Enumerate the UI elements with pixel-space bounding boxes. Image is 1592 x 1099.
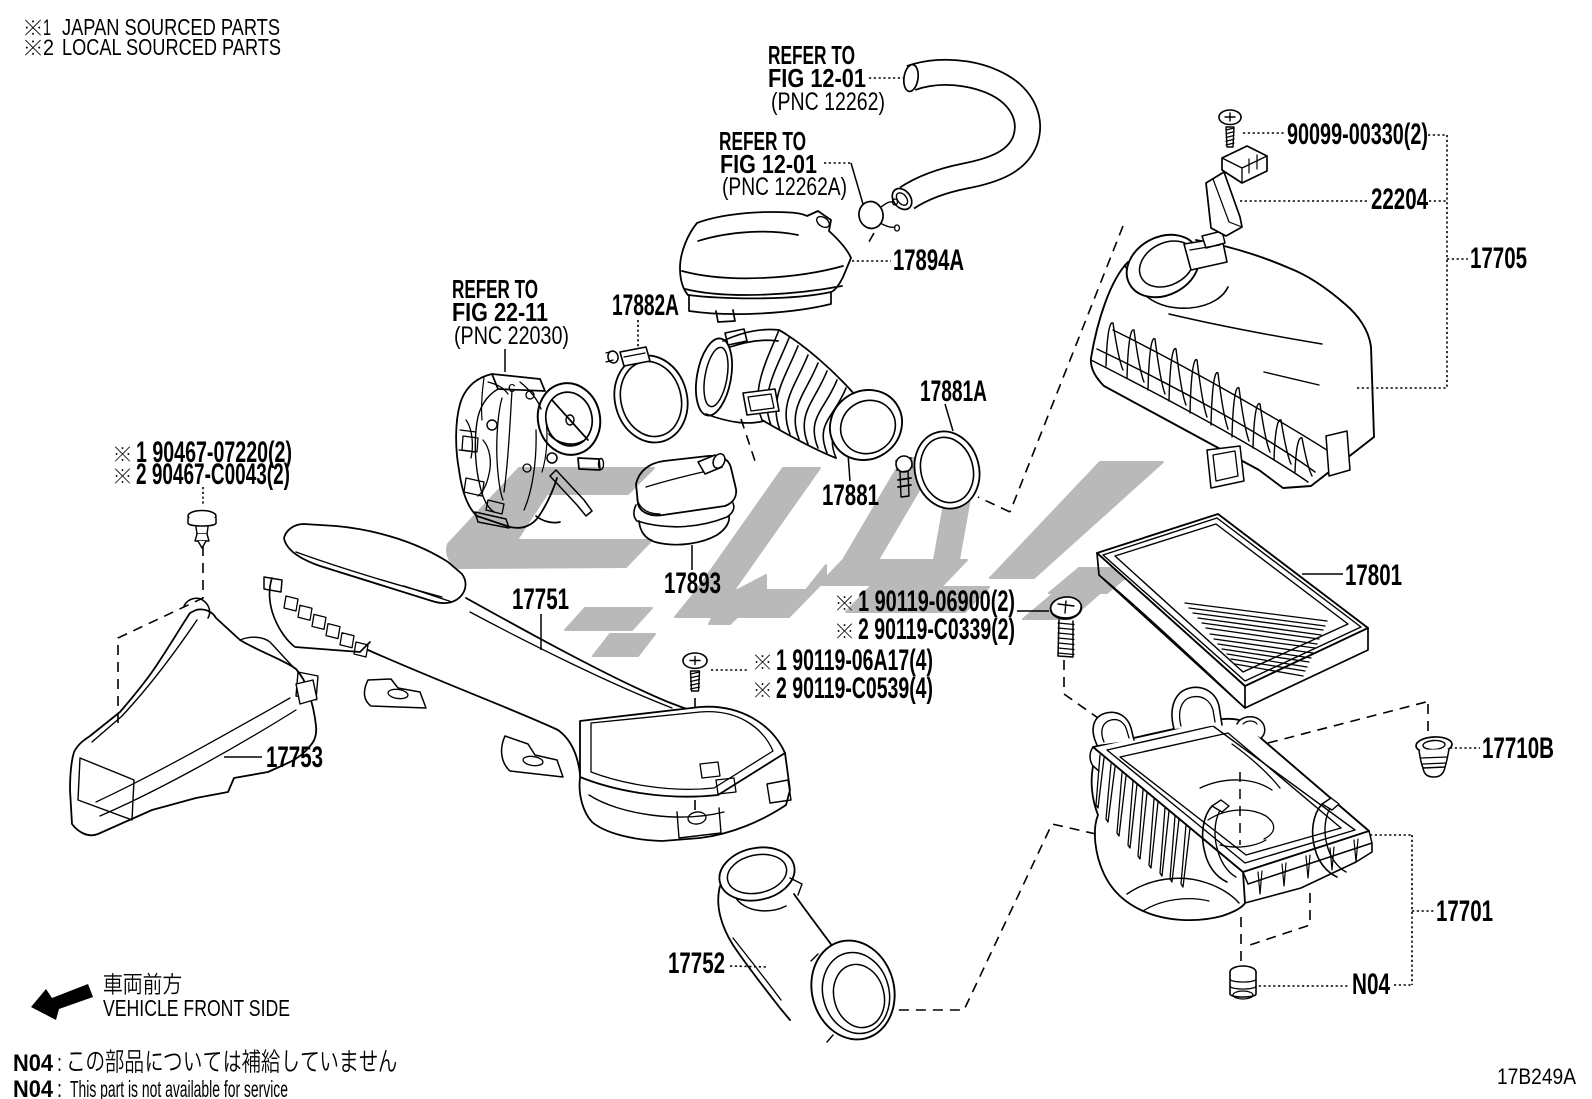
svg-text:2: 2: [43, 35, 54, 60]
svg-text:1 90119-06A17(4): 1 90119-06A17(4): [776, 644, 933, 677]
svg-text:N04: N04: [13, 1076, 54, 1099]
svg-text:17753: 17753: [266, 741, 323, 774]
svg-text:N04: N04: [13, 1050, 54, 1077]
svg-text:17751: 17751: [512, 583, 569, 616]
svg-text:17893: 17893: [664, 567, 721, 600]
svg-text:LOCAL SOURCED PARTS: LOCAL SOURCED PARTS: [62, 34, 281, 60]
svg-text:This part is not available for: This part is not available for service: [70, 1076, 288, 1099]
svg-text:(PNC 12262): (PNC 12262): [771, 88, 885, 116]
svg-text:N04: N04: [1352, 968, 1390, 1001]
svg-text:REFER TO: REFER TO: [719, 126, 806, 156]
svg-text:REFER TO: REFER TO: [452, 274, 538, 304]
svg-text:17701: 17701: [1436, 895, 1493, 928]
svg-text:2 90119-C0339(2): 2 90119-C0339(2): [858, 613, 1015, 646]
svg-text:17710B: 17710B: [1482, 732, 1554, 765]
svg-text:FIG 12-01: FIG 12-01: [768, 63, 866, 93]
svg-text:c: c: [508, 379, 516, 396]
svg-text:2 90119-C0539(4): 2 90119-C0539(4): [776, 672, 933, 705]
svg-text:(PNC 22030): (PNC 22030): [454, 322, 569, 350]
svg-text::: :: [57, 1076, 62, 1099]
svg-text:17894A: 17894A: [893, 244, 964, 277]
svg-text:17752: 17752: [668, 947, 725, 980]
svg-text:FIG 22-11: FIG 22-11: [452, 297, 548, 327]
svg-text:2 90467-C0043(2): 2 90467-C0043(2): [136, 458, 290, 491]
svg-text:REFER TO: REFER TO: [768, 40, 855, 70]
svg-text:1 90119-06900(2): 1 90119-06900(2): [858, 585, 1015, 618]
svg-text:VEHICLE FRONT SIDE: VEHICLE FRONT SIDE: [103, 995, 290, 1021]
svg-text:17801: 17801: [1345, 559, 1402, 592]
svg-text:FIG 12-01: FIG 12-01: [720, 149, 817, 179]
svg-text:17881A: 17881A: [920, 375, 987, 408]
svg-text:17705: 17705: [1470, 242, 1527, 275]
svg-text:17881: 17881: [822, 479, 879, 512]
svg-text:JAPAN SOURCED PARTS: JAPAN SOURCED PARTS: [62, 14, 280, 40]
svg-text::: :: [57, 1050, 62, 1077]
svg-text:1 90467-07220(2): 1 90467-07220(2): [136, 436, 292, 469]
svg-text:22204: 22204: [1371, 183, 1428, 216]
svg-text:(PNC 12262A): (PNC 12262A): [722, 173, 847, 201]
svg-text:90099-00330(2): 90099-00330(2): [1287, 118, 1428, 151]
svg-text:17882A: 17882A: [612, 289, 679, 322]
svg-text:1: 1: [43, 15, 51, 40]
svg-text:17B249A: 17B249A: [1497, 1064, 1576, 1089]
